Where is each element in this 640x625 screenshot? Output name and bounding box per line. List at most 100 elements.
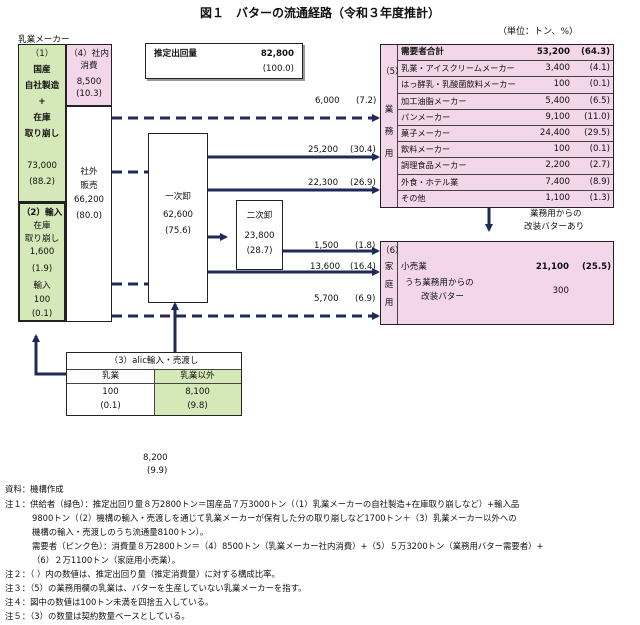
flow-value-6: 5,700	[314, 294, 339, 304]
household-retail-pct: (25.5)	[581, 262, 611, 272]
note-1b: 9800トン（（2）機構の輸入・売渡しを通じて乳業メーカーが保有した分の取り崩し…	[32, 513, 517, 523]
flow-pct-3: (26.9)	[350, 178, 376, 188]
business-row-value: 3,400	[545, 63, 570, 74]
domestic-label-3: 在庫	[33, 113, 51, 123]
flow-pct-6: (6.9)	[355, 294, 376, 304]
secondary-value: 23,800	[244, 231, 275, 241]
business-row-pct: (29.5)	[584, 128, 610, 138]
business-row: パンメーカー 9,100 (11.0)	[398, 110, 613, 126]
flow-value-3: 22,300	[308, 178, 339, 188]
alic-total-pct: (9.9)	[147, 466, 168, 476]
alic-value-1: 100	[102, 387, 119, 397]
household-vlabel-3: 用	[384, 298, 394, 308]
domestic-label-2: 自社製造	[24, 81, 60, 91]
domestic-box: （1） 国産 自社製造 + 在庫 取り崩し 73,000 (88.2)	[18, 44, 66, 202]
business-row-pct: (6.5)	[589, 95, 610, 106]
business-row-value: 1,100	[545, 192, 570, 203]
household-retail-value: 21,100	[535, 262, 569, 272]
business-row-name: パンメーカー	[401, 111, 451, 122]
external-box: 社外 販売 66,200 (80.0)	[66, 106, 112, 322]
note-1a: 注１：供給者（緑色）：推定出回り量８万2800トン＝国産品７万3000トン（（1…	[5, 499, 520, 509]
imports-num: （2）輸入	[21, 208, 63, 218]
external-pct: (80.0)	[76, 211, 102, 221]
business-row-name: はっ酵乳・乳酸菌飲料メーカー	[401, 79, 516, 90]
page-title: 図１ バターの流通経路（令和３年度推計）	[199, 6, 440, 20]
business-row-value: 9,100	[545, 111, 570, 122]
inhouse-value: 8,500	[76, 77, 102, 87]
business-row-name: 需要者合計	[401, 47, 444, 57]
external-label-1: 社外	[80, 167, 98, 177]
alic-box: （3）alic輸入・売渡し 乳業 乳業以外 100 (0.1) 8,100 (9…	[66, 352, 242, 416]
business-row: 外食・ホテル業 7,400 (8.9)	[398, 175, 613, 191]
imports-pct-2: (0.1)	[31, 309, 53, 319]
estimate-pct: (100.0)	[262, 64, 294, 74]
alic-col-2: 乳業以外	[180, 371, 215, 381]
inhouse-num: （4）社内	[69, 49, 109, 59]
business-row-value: 100	[553, 144, 570, 155]
note-4: 注４：図中の数値は100トン未満を四捨五入している。	[5, 597, 214, 607]
note-source: 資料：機構作成	[5, 484, 64, 494]
business-row-pct: (4.1)	[589, 63, 610, 74]
business-row: 飲料メーカー 100 (0.1)	[398, 142, 613, 159]
business-vlabel-1: 業	[384, 105, 394, 115]
estimate-value: 82,800	[260, 49, 294, 59]
domestic-num: （1）	[30, 49, 54, 59]
household-sub-label-2: 改装バター	[421, 292, 464, 302]
flow-pct-4: (1.8)	[355, 241, 376, 251]
business-row-value: 24,400	[539, 128, 570, 138]
business-row-value: 2,200	[545, 160, 570, 171]
primary-value: 62,600	[162, 210, 194, 220]
imports-label-1: 在庫	[33, 221, 51, 231]
alic-pct-2: (9.8)	[187, 401, 208, 411]
business-row-name: 外食・ホテル業	[401, 176, 459, 187]
flow-pct-1: (7.2)	[356, 96, 377, 106]
secondary-pct: (28.7)	[246, 246, 273, 256]
imports-value-2: 100	[33, 295, 51, 305]
flow-line-alic-dairy	[32, 334, 66, 376]
domestic-plus: +	[38, 97, 46, 107]
business-note-2: 改装バターあり	[524, 222, 585, 232]
secondary-wholesaler-box: 二次卸 23,800 (28.7)	[236, 200, 283, 270]
household-num: （6）	[381, 246, 404, 256]
alic-col-1: 乳業	[101, 371, 120, 381]
business-row-name: 飲料メーカー	[401, 144, 451, 155]
business-row-pct: (8.9)	[589, 176, 610, 187]
business-row-pct: (11.0)	[584, 111, 610, 122]
business-row-value: 5,400	[545, 95, 570, 106]
note-1c: 機構の輸入・売渡しのうち流通量8100トン）。	[32, 527, 209, 537]
note-1e: （6）２万1100トン（家庭用小売業）。	[32, 555, 181, 565]
domestic-label-4: 取り崩し	[24, 129, 60, 139]
business-row-pct: (2.7)	[589, 160, 610, 171]
alic-total: 8,200	[143, 453, 168, 463]
imports-label-2: 取り崩し	[24, 234, 60, 244]
inhouse-label: 消費	[80, 61, 98, 71]
household-use-box: （6） 家 庭 用 小売業 21,100 (25.5) うち業務用からの 改装バ…	[380, 241, 614, 325]
estimate-box: 推定出回量 82,800 (100.0)	[145, 43, 303, 79]
note-5: 注５：（3）の数量は契約数量ベースとしている。	[5, 611, 190, 621]
flow-value-4: 1,500	[314, 241, 339, 251]
inhouse-box: （4）社内 消費 8,500 (10.3)	[66, 44, 112, 106]
business-row-name: 菓子メーカー	[401, 128, 451, 138]
household-sub-value: 300	[552, 286, 569, 296]
household-retail-label: 小売業	[401, 262, 427, 272]
business-row-value: 7,400	[545, 176, 570, 187]
note-1d: 需要者（ピンク色）：消費量８万2800トン＝（4）8500トン（乳業メーカー社内…	[32, 541, 544, 551]
business-row-name: 乳業・アイスクリームメーカー	[401, 63, 515, 74]
estimate-label: 推定出回量	[154, 49, 197, 59]
business-row-pct: (0.1)	[589, 144, 610, 155]
imports-value-1: 1,600	[29, 247, 55, 257]
business-row-pct: (0.1)	[589, 79, 610, 90]
business-row: 菓子メーカー 24,400 (29.5)	[398, 126, 613, 143]
flow-value-2: 25,200	[308, 145, 339, 155]
business-vlabel-3: 用	[384, 149, 394, 159]
unit-label: （単位：トン、%）	[498, 27, 579, 37]
external-value: 66,200	[73, 195, 105, 205]
business-row-value: 53,200	[536, 47, 570, 57]
